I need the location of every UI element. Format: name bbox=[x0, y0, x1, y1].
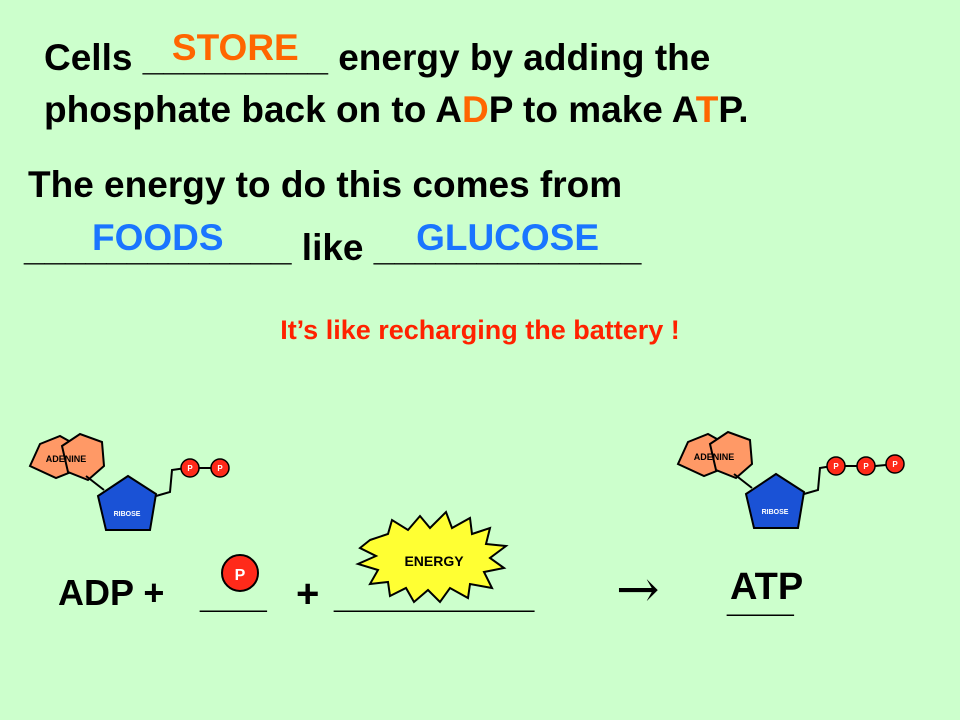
adp-ribose-label: RIBOSE bbox=[114, 511, 141, 518]
phosphate-blank: ___ bbox=[200, 572, 267, 616]
adp-adenine-label: ADENINE bbox=[46, 454, 87, 464]
reaction-arrow: → bbox=[616, 560, 660, 620]
atp-letter-t: T bbox=[695, 89, 719, 130]
battery-tip: It’s like recharging the battery ! bbox=[280, 315, 680, 345]
sentence-2-line-2: _____________FOODS like _____________GLU… bbox=[24, 217, 642, 270]
atp-phosphate-3 bbox=[885, 454, 905, 474]
equation-plus: + bbox=[296, 572, 320, 616]
adp-molecule: ADENINE RIBOSE P P bbox=[28, 432, 230, 531]
energy-burst: ENERGY bbox=[355, 510, 509, 604]
atp-phosphate-3-label: P bbox=[892, 460, 898, 469]
foods-blank: _____________FOODS bbox=[24, 217, 292, 268]
glucose-blank: _____________GLUCOSE bbox=[373, 217, 642, 268]
sentence-1-suffix: energy by adding the bbox=[327, 37, 711, 78]
adp-bond-ribose-phosphate bbox=[155, 467, 187, 497]
phosphate-icon-label: P bbox=[235, 567, 246, 584]
store-blank: _________STORE bbox=[142, 27, 328, 78]
adp-phosphate-1-label: P bbox=[187, 464, 193, 473]
sentence-1-line-2: phosphate back on to ADP to make ATP. bbox=[44, 88, 749, 132]
atp-bond-adenine-ribose bbox=[733, 473, 753, 489]
energy-burst-label: ENERGY bbox=[404, 553, 464, 569]
store-answer: STORE bbox=[171, 27, 299, 68]
atp-phosphate-1-label: P bbox=[833, 462, 839, 471]
like-text: like bbox=[291, 227, 374, 268]
sentence-2-text: The energy to do this comes from bbox=[28, 164, 623, 205]
adp-adenine-hex-2 bbox=[60, 432, 106, 482]
atp-ribose-pentagon bbox=[744, 472, 806, 529]
atp-underline: ___ bbox=[727, 576, 794, 620]
atp-ribose-label: RIBOSE bbox=[762, 509, 789, 516]
adp-letter-d: D bbox=[461, 89, 489, 130]
atp-phosphate-2-label: P bbox=[863, 462, 869, 471]
sentence-1-text-a: phosphate back on to A bbox=[44, 89, 462, 130]
energy-blank: _________ bbox=[334, 572, 535, 616]
sentence-1-line-1: Cells _________STORE energy by adding th… bbox=[44, 27, 711, 80]
adp-ribose-pentagon bbox=[96, 474, 158, 531]
sentence-1-text-b: P to make A bbox=[488, 89, 696, 130]
adp-bond-adenine-ribose bbox=[85, 475, 105, 491]
foods-answer: FOODS bbox=[91, 217, 224, 258]
atp-bond-ribose-phosphate bbox=[803, 465, 833, 495]
adp-label: ADP + bbox=[58, 572, 165, 613]
atp-adenine-label: ADENINE bbox=[694, 452, 735, 462]
phosphate-symbol: P bbox=[221, 554, 259, 592]
sentence-1-prefix: Cells bbox=[44, 37, 143, 78]
adp-phosphate-2-label: P bbox=[217, 464, 223, 473]
atp-bond-phosphates-2 bbox=[874, 464, 887, 467]
sentence-1-text-c: P. bbox=[718, 89, 749, 130]
adp-phosphate-2 bbox=[210, 458, 230, 478]
glucose-answer: GLUCOSE bbox=[416, 217, 600, 258]
atp-molecule: ADENINE RIBOSE P P P bbox=[676, 430, 905, 529]
energy-burst-icon bbox=[355, 510, 509, 604]
atp-label: ATP bbox=[730, 566, 804, 608]
phosphate-icon bbox=[221, 554, 259, 592]
sentence-2-line-1: The energy to do this comes from bbox=[28, 163, 622, 207]
atp-adenine-hex-2 bbox=[708, 430, 754, 480]
